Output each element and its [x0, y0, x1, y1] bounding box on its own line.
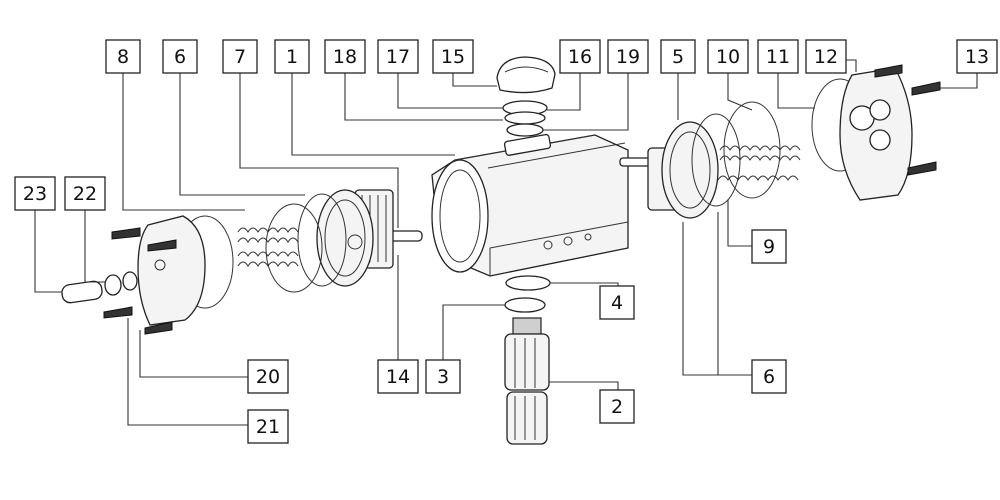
callout-15: 15 [432, 39, 474, 74]
position-indicator [496, 56, 556, 94]
callout-19: 19 [607, 39, 649, 74]
callout-11: 11 [757, 39, 799, 74]
callout-22: 22 [64, 176, 106, 211]
callout-8: 8 [105, 39, 141, 74]
callout-label: 1 [286, 46, 298, 68]
callout-5: 5 [660, 39, 696, 74]
callout-4: 4 [599, 285, 635, 320]
right-piston-assembly [619, 101, 801, 219]
callout-10: 10 [707, 39, 749, 74]
callout-label: 18 [333, 46, 357, 68]
pinion-shaft [504, 275, 551, 445]
right-end-cap [811, 64, 941, 201]
leader-lines [34, 59, 978, 426]
callout-20: 20 [247, 359, 289, 394]
callout-label: 8 [117, 46, 129, 68]
callout-2: 2 [599, 389, 635, 424]
callout-label: 21 [256, 416, 280, 438]
callout-16: 16 [559, 39, 601, 74]
callout-label: 19 [616, 46, 640, 68]
callout-label: 3 [437, 366, 449, 388]
callout-6-top: 6 [162, 39, 198, 74]
callout-label: 6 [174, 46, 186, 68]
callout-label: 23 [23, 183, 47, 205]
actuator-body [431, 133, 629, 277]
callout-label: 6 [763, 366, 775, 388]
callout-13: 13 [956, 39, 998, 74]
callout-1: 1 [274, 39, 310, 74]
callout-17: 17 [377, 39, 419, 74]
left-small-parts [61, 271, 138, 304]
callout-label: 22 [73, 183, 97, 205]
callout-label: 15 [441, 46, 465, 68]
callout-label: 2 [611, 396, 623, 418]
callout-label: 17 [386, 46, 410, 68]
callout-6-bottom: 6 [751, 359, 787, 394]
callout-14: 14 [377, 359, 419, 394]
callout-label: 11 [766, 46, 790, 68]
callout-18: 18 [324, 39, 366, 74]
callout-3: 3 [425, 359, 461, 394]
callout-21: 21 [247, 409, 289, 444]
callout-label: 10 [716, 46, 740, 68]
callout-7: 7 [222, 39, 258, 74]
callout-label: 14 [386, 366, 410, 388]
callout-label: 12 [814, 46, 838, 68]
left-piston-assembly [237, 189, 423, 293]
callout-label: 13 [965, 46, 989, 68]
top-seals [502, 100, 548, 137]
left-end-cap [103, 215, 234, 335]
callout-label: 4 [611, 292, 623, 314]
callout-9: 9 [751, 229, 787, 264]
callout-label: 7 [234, 46, 246, 68]
callout-label: 20 [256, 366, 280, 388]
callout-label: 16 [568, 46, 592, 68]
callout-12: 12 [805, 39, 847, 74]
callout-label: 9 [763, 236, 775, 258]
callout-23: 23 [14, 176, 56, 211]
callout-label: 5 [672, 46, 684, 68]
